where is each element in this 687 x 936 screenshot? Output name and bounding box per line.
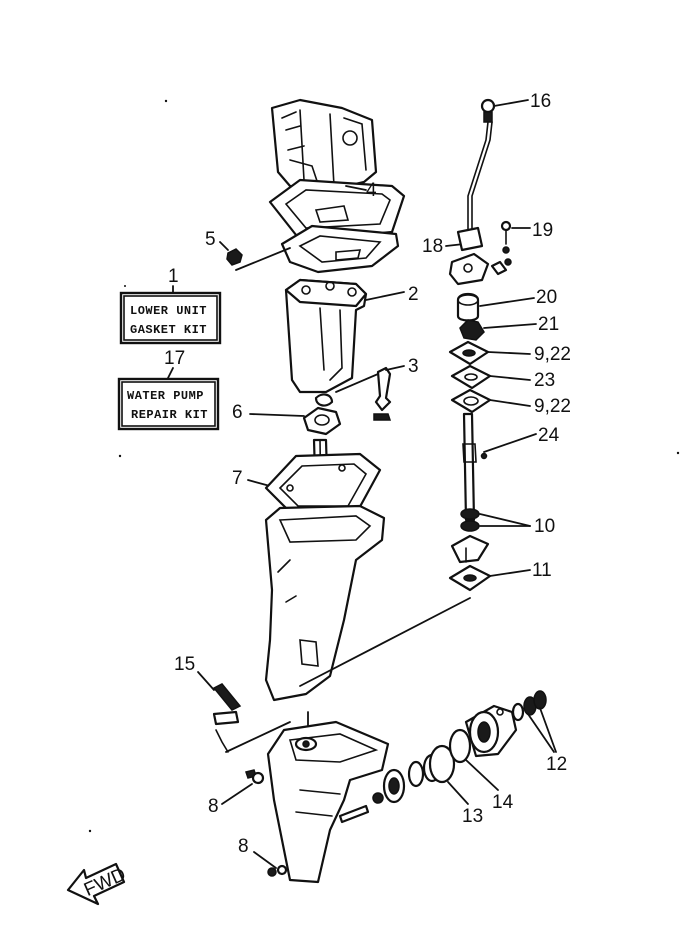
part-11-gasket: 11: [448, 560, 552, 592]
part-10-seals: 10: [460, 508, 555, 537]
part-7-gasket: 7: [232, 452, 382, 518]
part-15-anode: 15: [174, 654, 242, 753]
callout-3: 3: [408, 356, 419, 377]
callout-14: 14: [492, 792, 514, 813]
callout-21: 21: [538, 314, 559, 335]
callout-12: 12: [546, 754, 567, 775]
callout-1: 1: [168, 266, 179, 287]
upper-casing: [264, 504, 386, 702]
callout-4: 4: [366, 180, 377, 201]
callout-9-22b: 9,22: [534, 396, 571, 417]
part-18-holder: 18: [422, 226, 490, 286]
callout-20: 20: [536, 287, 557, 308]
kit-17-line1: WATER PUMP: [127, 389, 204, 403]
part-2-exhaust-housing: 2: [284, 278, 419, 394]
part-21-impeller: 21: [459, 314, 559, 341]
callout-17: 17: [164, 348, 185, 369]
callout-2: 2: [408, 284, 419, 305]
kit-1-line2: GASKET KIT: [130, 323, 207, 337]
gearcase: [266, 720, 390, 884]
callout-19: 19: [532, 220, 553, 241]
leader-15-gearcase: [225, 721, 291, 753]
part-9-22-plate-upper: 9,22: [448, 340, 571, 366]
prop-shaft-assembly: 13 14 12: [372, 690, 567, 827]
leader-11-casing: [299, 597, 471, 687]
pump-base: [450, 534, 490, 564]
grommet: [314, 393, 334, 407]
callout-18: 18: [422, 236, 443, 257]
part-8-screw-upper: 8: [208, 769, 265, 817]
fwd-arrow: FWD: [66, 862, 129, 906]
part-8-screw-lower: 8: [238, 836, 288, 877]
kit-1-line1: LOWER UNIT: [130, 304, 207, 318]
callout-23: 23: [534, 370, 555, 391]
part-23-gasket: 23: [450, 364, 555, 391]
powerhead: [270, 98, 378, 192]
callout-11: 11: [532, 560, 552, 581]
kit-water-pump-repair: 17 WATER PUMP REPAIR KIT: [117, 348, 220, 431]
callout-8a: 8: [208, 796, 219, 817]
part-6-gasket: 6: [232, 402, 342, 436]
part-9-22-plate-lower: 9,22: [450, 388, 571, 417]
callout-15: 15: [174, 654, 195, 675]
part-3-bolt: 3: [335, 356, 419, 421]
part-24-driveshaft: 24: [462, 412, 560, 522]
kit-lower-unit-gasket: 1 LOWER UNIT GASKET KIT: [119, 266, 222, 345]
callout-6: 6: [232, 402, 243, 423]
callout-9-22a: 9,22: [534, 344, 571, 365]
part-20-grommet: 20: [456, 287, 557, 322]
callout-7: 7: [232, 468, 243, 489]
callout-16: 16: [530, 91, 551, 112]
callout-24: 24: [538, 425, 560, 446]
part-16-shift-rod: 16: [467, 91, 551, 233]
upper-casing-plate: [280, 224, 400, 274]
callout-8b: 8: [238, 836, 249, 857]
part-19-bolt: 19: [490, 220, 553, 276]
callout-5: 5: [205, 229, 216, 250]
callout-10: 10: [534, 516, 555, 537]
part-5-nut: 5: [205, 229, 291, 271]
callout-13: 13: [462, 806, 483, 827]
kit-17-line2: REPAIR KIT: [131, 408, 208, 422]
